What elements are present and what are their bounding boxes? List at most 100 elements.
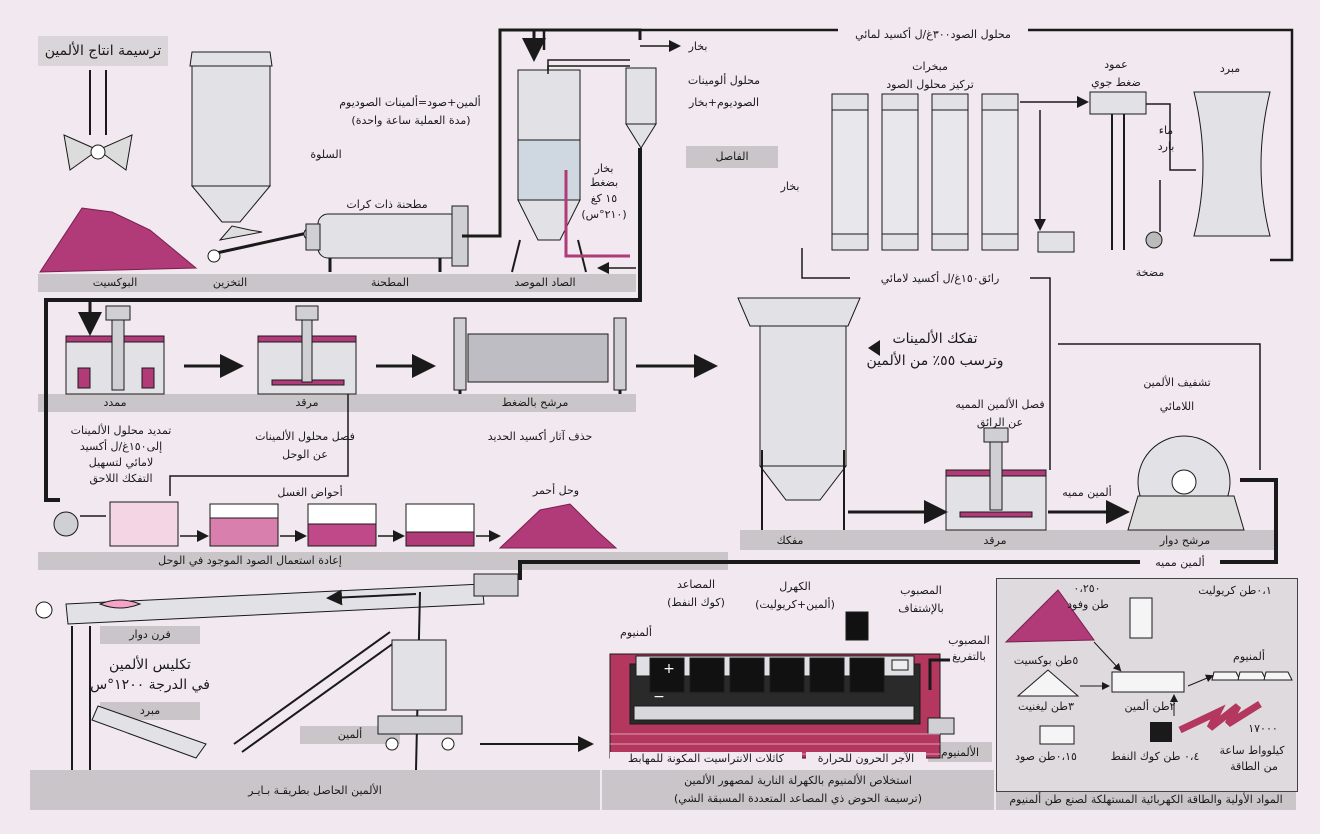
bayer-band-label: الألمين الحاصل بطريقـة بـايـر (248, 784, 382, 797)
rotary-filter-label: مرشح دوار (1159, 534, 1211, 547)
plus-sign: + (663, 661, 675, 677)
energy-bolt-icon (1178, 701, 1262, 734)
filter-press (453, 317, 627, 394)
tapped-line2: بالتفريغ (952, 650, 986, 663)
section6-band (602, 770, 994, 810)
hydrate-settler (945, 427, 1047, 531)
autoclave-band-label: الصاد الموصد (514, 276, 576, 289)
aluminium-product-label: ألمنيوم (1233, 650, 1265, 663)
electrolysis-cell (609, 611, 955, 759)
pipes-section3 (78, 300, 718, 496)
dilute-desc-line4: التفكك اللاحق (89, 472, 153, 485)
drying-line2: اللامائي (1159, 400, 1195, 413)
kiln-label: فرن دوار (129, 628, 171, 641)
calcine-line1: تكليس الألمين (109, 657, 191, 673)
ingots-icon (1211, 671, 1293, 681)
duration-label: (مدة العملية ساعة واحدة) (351, 114, 471, 127)
separate-hydr-line2: عن الرائق (976, 416, 1024, 429)
coke-label: ٠،٤ طن كوك النفط (1110, 750, 1200, 763)
reuse-label: إعادة استعمال الصود الموجود في الوحل (158, 554, 342, 567)
separate-desc-line1: فصل محلول الألمينات (255, 430, 355, 443)
pipes-section1 (44, 28, 681, 502)
ball-mill (305, 205, 469, 272)
tapping-line1: المصبوب (900, 584, 942, 597)
aluminium-out-band (928, 742, 992, 762)
evaporators-line1: مبخرات (912, 60, 948, 73)
bauxite-pile (39, 207, 198, 273)
ball-mill-label: مطحنة ذات كرات (346, 198, 428, 211)
fluorine-line1: ٠،٢٥٠ (1073, 582, 1101, 595)
materials-band-label: المواد الأولية والطاقة الكهربائية المسته… (1009, 793, 1283, 806)
steam-pressure-line1: بخار (594, 162, 614, 175)
decomp-line1: تفكك الألمينات (892, 331, 978, 347)
cathodes-label: كاثلات الانتراسيت المكونة للمهابط (610, 752, 802, 766)
section5-band (30, 770, 600, 810)
evap-steam-label: بخار (780, 180, 800, 193)
separator-label: الفاصل (715, 150, 749, 163)
fluorine-pile (1004, 589, 1095, 643)
pipes-wash (80, 515, 501, 542)
energy-line3: من الطاقة (1230, 760, 1278, 773)
decomp-pointer-icon (868, 340, 880, 356)
pump-label: مضخة (1135, 266, 1165, 279)
bauxite-label: البوكسيت (92, 276, 138, 289)
separate-desc-line2: عن الوحل (282, 448, 328, 461)
anodes-line2: (كوك النفط) (667, 596, 725, 609)
evaporators-line2: تركيز محلول الصود (886, 78, 974, 91)
alumina-amount-label: ٢طن ألمين (1124, 700, 1176, 713)
section3-band-top (38, 394, 636, 412)
smelter-cart (1111, 671, 1185, 693)
grab-bucket-icon (63, 70, 133, 171)
steam-pressure-line4: (٢١٠°س) (581, 208, 627, 221)
dilute-desc-line3: لامائي لتسهيل (88, 456, 154, 469)
wash-tanks-label: أحواض الغسل (277, 486, 343, 499)
electrolysis-band-line1: استخلاص الألمنيوم بالكهرلة النارية لمصهو… (684, 774, 912, 787)
reaction-label: ألمين+صود=ألمينات الصوديوم (339, 96, 481, 109)
kiln-label-band (100, 626, 200, 644)
diluter-tank (65, 305, 165, 395)
soda-amount-label: ٠،١٥طن صود (1015, 750, 1077, 763)
cryolite-drum (1129, 597, 1153, 639)
liquor-label: رائق١٥٠غ/ل أكسيد لامائي (850, 272, 1030, 286)
wash-tanks (109, 501, 475, 547)
section1-band (38, 274, 636, 292)
vacuum-column (1089, 91, 1147, 250)
section3-band-bottom (38, 552, 728, 570)
filter-press-label: مرشح بالضغط (501, 396, 569, 409)
red-mud-label: وحل أحمر (532, 484, 580, 497)
energy-line1: ١٧٠٠٠ (1248, 722, 1278, 735)
pipes-section5 (326, 589, 594, 752)
aluminium-out-label: الألمنيوم (940, 746, 980, 759)
electrolyte-line1: الكهرل (779, 580, 811, 593)
hopper-label: السلوة (310, 148, 342, 161)
tapped-line1: المصبوب (948, 634, 990, 647)
electrolyte-line2: (ألمين+كريوليت) (755, 598, 835, 611)
anodes-line1: المصاعد (677, 578, 715, 591)
section4-band (740, 530, 1274, 550)
conveyor-belt (207, 225, 317, 263)
cryolite-label: ٠،١طن كريوليت (1198, 584, 1272, 597)
vacuum-line1: عمود (1104, 58, 1128, 71)
vacuum-line2: ضغط جوي (1091, 76, 1141, 89)
lignite-label: ٣طن ليغنيت (1018, 700, 1074, 713)
hydrate-settler-label: مرقد (983, 534, 1007, 547)
hydr-alumina-label: ألمين مميه (1062, 486, 1112, 499)
cold-water-line1: ماء (1158, 124, 1174, 137)
diagram-title: ترسيمة انتاج الألمين (44, 43, 162, 59)
cold-water-line2: بارد (1157, 140, 1175, 153)
cooler-tower-label: مبرد (1219, 62, 1241, 75)
decomposer-tank (737, 297, 861, 530)
soda-top-label: محلول الصود٣٠٠غ/ل أكسيد لمائي (838, 28, 1028, 42)
separator-cyclone (625, 67, 657, 149)
soda-return-line (542, 28, 1294, 262)
decomposer-label: مفكك (776, 534, 804, 547)
decomp-line2: وترسب ٥٥٪ من الألمين (866, 353, 1004, 369)
settler-tank (257, 305, 357, 395)
separator-band (686, 146, 778, 168)
aluminium-left-label: ألمنيوم (620, 626, 652, 639)
steam-pressure-line2: بضغط (589, 176, 619, 189)
calcine-line2: في الدرجة ١٢٠٠°س (90, 677, 210, 693)
pump-icon (1145, 231, 1163, 249)
